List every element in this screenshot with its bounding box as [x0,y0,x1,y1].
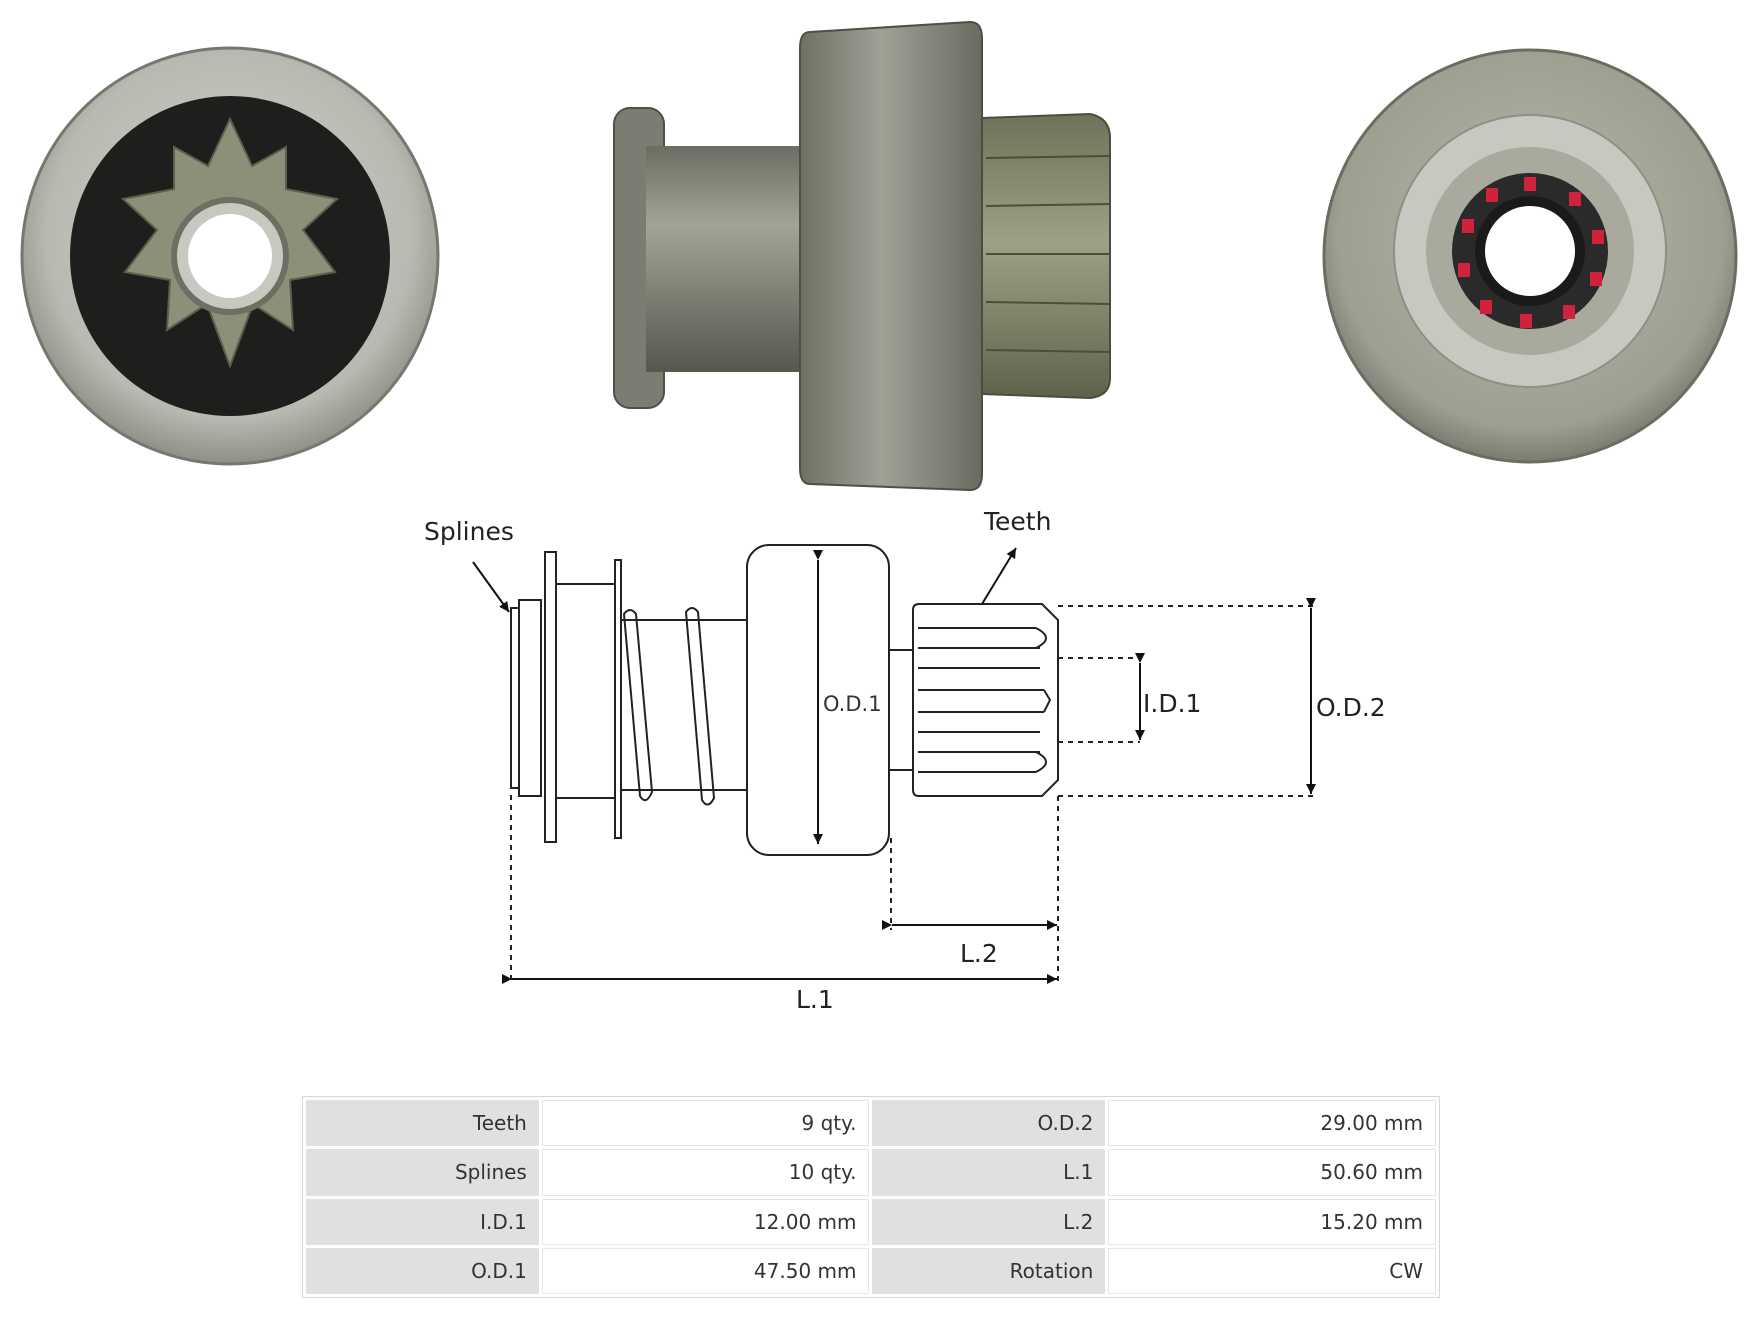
flange-1 [544,551,557,843]
teeth-label: Teeth [983,507,1051,536]
splines-label: Splines [424,517,514,546]
spec-value: 47.50 mm [541,1247,870,1294]
spec-label: I.D.1 [306,1198,539,1245]
spec-table: Teeth 9 qty. O.D.2 29.00 mm Splines 10 q… [302,1096,1440,1298]
spec-value: 10 qty. [541,1149,870,1196]
spline-marks [1458,177,1604,328]
spec-value: 29.00 mm [1108,1100,1436,1147]
neck [888,649,914,771]
spec-value: 15.20 mm [1108,1198,1436,1245]
front-view-photo [20,46,440,466]
side-view-photo [613,20,1111,492]
pinion [912,603,1059,797]
table-row: Splines 10 qty. L.1 50.60 mm [306,1149,1436,1196]
pinion-teeth [981,112,1111,400]
spec-value: 12.00 mm [541,1198,870,1245]
l2-label: L.2 [960,939,998,968]
spec-value: 9 qty. [541,1100,870,1147]
l1-label: L.1 [796,985,834,1014]
spec-label: Teeth [306,1100,539,1147]
spec-label: O.D.2 [872,1100,1106,1147]
sleeve [646,146,826,372]
spec-value: CW [1108,1247,1436,1294]
spec-label: Splines [306,1149,539,1196]
spec-label: L.2 [872,1198,1106,1245]
od1-label: O.D.1 [823,692,882,716]
dimension-diagram: Splines Teeth O.D.1 I.D.1 O.D.2 L.2 L.1 [424,507,1386,1014]
spec-label: O.D.1 [306,1247,539,1294]
table-row: Teeth 9 qty. O.D.2 29.00 mm [306,1100,1436,1147]
spec-value: 50.60 mm [1108,1149,1436,1196]
table-row: I.D.1 12.00 mm L.2 15.20 mm [306,1198,1436,1245]
spline-end [510,607,520,789]
clutch-housing [799,20,983,492]
id1-label: I.D.1 [1143,689,1201,718]
spec-label: L.1 [872,1149,1106,1196]
bore-hole [188,214,272,298]
spec-label: Rotation [872,1247,1106,1294]
table-row: O.D.1 47.50 mm Rotation CW [306,1247,1436,1294]
splines-leader [472,561,510,613]
rear-view-photo [1322,48,1738,464]
od2-label: O.D.2 [1316,693,1386,722]
helical-sleeve [620,619,750,791]
teeth-leader [981,547,1017,605]
bore-hole [1475,196,1585,306]
